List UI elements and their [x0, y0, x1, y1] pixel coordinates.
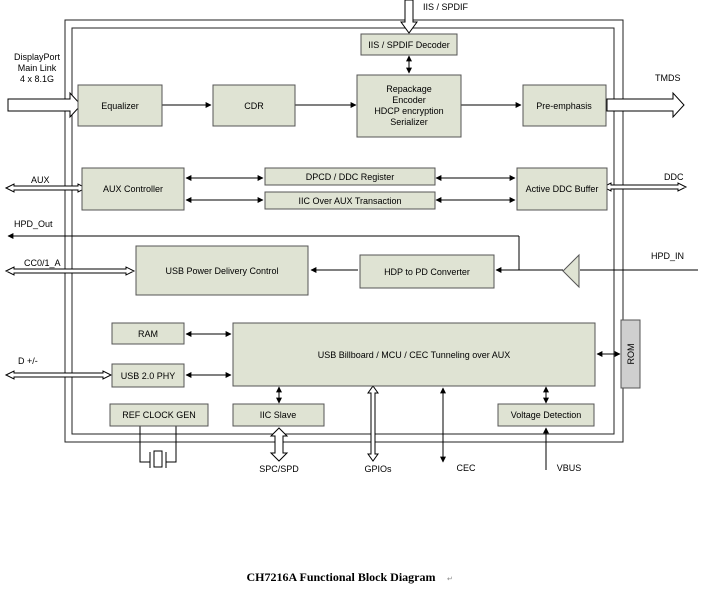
ram-label: RAM	[138, 329, 158, 339]
usb-pd-control-block	[135, 245, 309, 296]
iis-spdif-decoder-block	[360, 33, 458, 56]
vbus-signal-label: VBUS	[557, 463, 582, 473]
repackage-line-2: Encoder	[392, 95, 426, 105]
usb-billboard-mcu-block	[232, 322, 596, 387]
spc-spd-bus-arrow	[269, 427, 289, 462]
voltage-detection-block	[497, 403, 595, 427]
iic-over-aux-block	[264, 191, 436, 210]
rom-block	[620, 319, 641, 389]
pre-emphasis-label: Pre-emphasis	[536, 101, 592, 111]
repackage-block	[356, 74, 462, 138]
usb-phy-block	[111, 363, 185, 388]
ddc-bus-arrow	[601, 182, 688, 192]
cdr-label: CDR	[244, 101, 264, 111]
signal-labels: IIS / SPDIF DisplayPort Main Link 4 x 8.…	[14, 2, 684, 474]
crystal-leads	[139, 426, 177, 463]
dp-main-link-label-2: Main Link	[18, 63, 57, 73]
voltage-detection-label: Voltage Detection	[511, 410, 582, 420]
cc-signal-label: CC0/1_A	[24, 258, 61, 268]
blocks: IIS / SPDIF Decoder Equalizer CDR Repack…	[77, 33, 641, 427]
aux-controller-label: AUX Controller	[103, 184, 163, 194]
ddc-signal-label: DDC	[664, 172, 684, 182]
active-ddc-buffer-label: Active DDC Buffer	[526, 184, 599, 194]
hpd-in-buffer-icon	[562, 253, 580, 289]
tmds-signal-label: TMDS	[655, 73, 681, 83]
aux-controller-block	[81, 167, 185, 211]
usb-pd-control-label: USB Power Delivery Control	[165, 266, 278, 276]
chip-inner-frame	[71, 27, 615, 435]
hdp-pd-converter-block	[359, 254, 495, 289]
ram-block	[111, 322, 185, 345]
rom-label: ROM	[626, 344, 636, 365]
equalizer-block	[77, 84, 163, 127]
dp-main-link-label-1: DisplayPort	[14, 52, 61, 62]
hpd-in-signal-label: HPD_IN	[651, 251, 684, 261]
dpcd-register-block	[264, 167, 436, 186]
ref-clock-gen-block	[109, 403, 209, 427]
spc-spd-signal-label: SPC/SPD	[259, 464, 299, 474]
hpd-out-signal-label: HPD_Out	[14, 219, 53, 229]
chip-outer-frame	[64, 19, 624, 443]
bus-arrows	[4, 0, 688, 462]
iis-spdif-decoder-label: IIS / SPDIF Decoder	[368, 40, 450, 50]
usb-phy-label: USB 2.0 PHY	[121, 371, 176, 381]
ref-clock-gen-label: REF CLOCK GEN	[122, 410, 196, 420]
pre-emphasis-block	[522, 84, 607, 127]
cdr-block	[212, 84, 296, 127]
repackage-line-1: Repackage	[386, 84, 432, 94]
crystal-body	[153, 450, 163, 468]
iis-spdif-signal-label: IIS / SPDIF	[423, 2, 469, 12]
gpios-bus-arrow	[367, 385, 379, 462]
cec-signal-label: CEC	[456, 463, 476, 473]
iis-spdif-arrow	[400, 0, 418, 34]
paragraph-mark: ↵	[447, 575, 453, 583]
repackage-line-3: HDCP encryption	[374, 106, 443, 116]
diagram-caption: CH7216A Functional Block Diagram	[246, 570, 435, 584]
equalizer-label: Equalizer	[101, 101, 139, 111]
dplus-signal-label: D +/-	[18, 356, 38, 366]
dplus-bus-arrow	[4, 370, 113, 380]
tmds-arrow	[606, 91, 685, 119]
dpcd-register-label: DPCD / DDC Register	[306, 172, 395, 182]
aux-signal-label: AUX	[31, 175, 50, 185]
iic-slave-label: IIC Slave	[260, 410, 297, 420]
hdp-pd-converter-label: HDP to PD Converter	[384, 267, 470, 277]
cc-bus-arrow	[4, 266, 136, 276]
dp-main-link-label-3: 4 x 8.1G	[20, 74, 54, 84]
active-ddc-buffer-block	[516, 167, 608, 211]
aux-bus-arrow	[4, 183, 88, 193]
usb-billboard-mcu-label: USB Billboard / MCU / CEC Tunneling over…	[318, 350, 511, 360]
gpios-signal-label: GPIOs	[364, 464, 392, 474]
repackage-line-4: Serializer	[390, 117, 428, 127]
iic-slave-block	[232, 403, 325, 427]
connections	[7, 55, 698, 470]
displayport-arrow	[7, 91, 82, 119]
iic-over-aux-label: IIC Over AUX Transaction	[298, 196, 401, 206]
